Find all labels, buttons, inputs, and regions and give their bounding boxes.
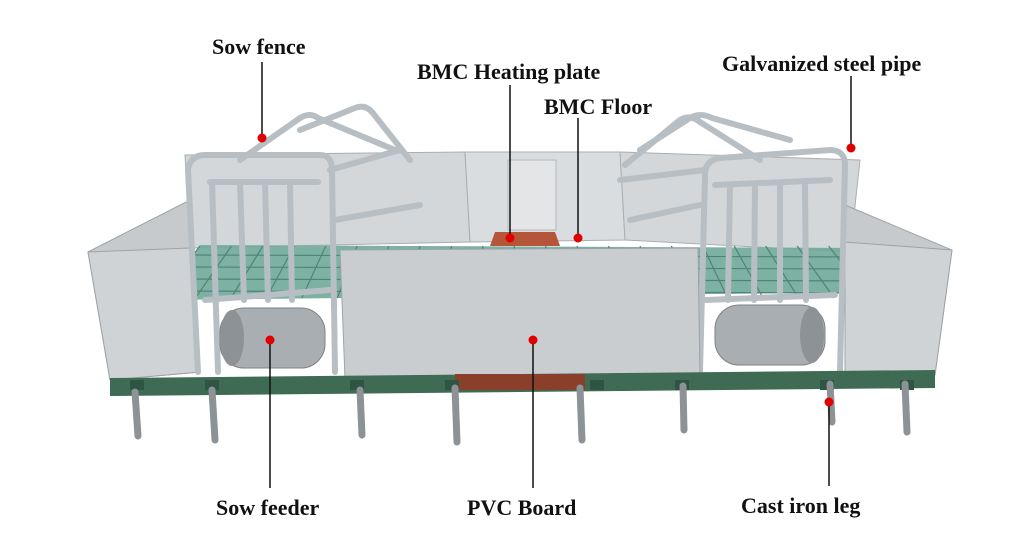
label-sow-fence: Sow fence	[212, 34, 306, 59]
marker-pvc-board	[528, 335, 538, 345]
bmc-heating-plate	[490, 232, 560, 246]
marker-sow-fence	[257, 133, 267, 143]
label-galvanized-steel-pipe: Galvanized steel pipe	[722, 51, 922, 76]
right-sow-feeder	[714, 304, 826, 366]
marker-bmc-heating	[505, 233, 515, 243]
frame-bracket	[205, 380, 219, 390]
marker-cast-iron-leg	[824, 397, 834, 407]
floor-slat	[733, 245, 764, 299]
floor-slat	[702, 245, 729, 299]
label-sow-feeder: Sow feeder	[216, 495, 320, 520]
frame-bracket	[590, 380, 604, 390]
leader-lines	[261, 62, 852, 488]
right-end-panel	[844, 241, 953, 376]
label-cast-iron-leg: Cast iron leg	[741, 493, 861, 518]
frame-bracket	[350, 380, 364, 390]
frame-bracket	[130, 380, 144, 390]
marker-galvanized-pipe	[846, 143, 856, 153]
label-bmc-floor: BMC Floor	[544, 94, 653, 119]
left-sow-fence	[185, 103, 423, 375]
right-sow-fence	[617, 112, 849, 375]
left-end-panel	[87, 247, 201, 381]
label-pvc-board: PVC Board	[467, 495, 577, 520]
callout-markers	[257, 133, 856, 407]
back-wall	[184, 151, 861, 253]
frame-bracket	[445, 380, 459, 390]
marker-bmc-floor	[573, 233, 583, 243]
label-bmc-heating-plate: BMC Heating plate	[417, 59, 601, 84]
marker-sow-feeder	[265, 335, 275, 345]
pvc-board	[339, 247, 701, 379]
